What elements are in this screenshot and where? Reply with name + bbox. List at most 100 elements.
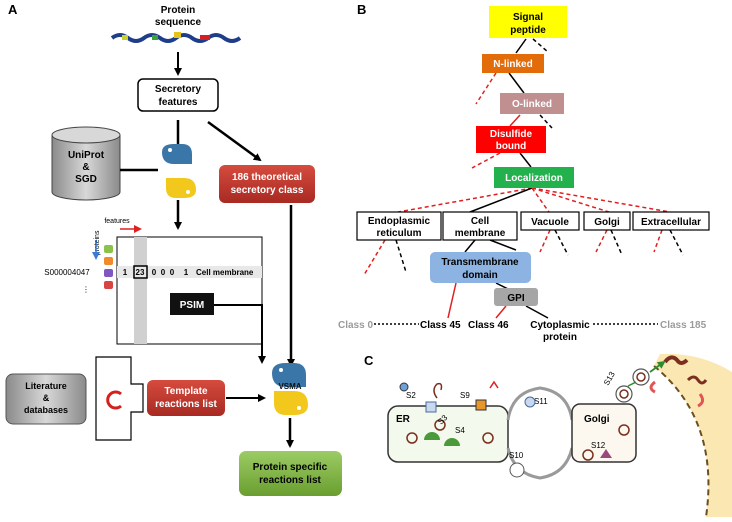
cytoplasmic-label-2: protein	[543, 332, 577, 343]
n-linked-label: N-linked	[493, 59, 532, 70]
panel-label-c: C	[364, 353, 374, 368]
cm-label-2: membrane	[455, 228, 506, 239]
python-logo-icon	[162, 144, 196, 198]
protein-row-marker	[104, 281, 113, 289]
theoretical-classes-box	[219, 165, 315, 203]
db-label-2: &	[82, 162, 89, 173]
er-label: Endoplasmic	[368, 216, 431, 227]
class-0-label: Class 0	[338, 320, 373, 331]
protein-specific-box	[239, 451, 342, 496]
protein-label: Protein	[161, 5, 195, 16]
cell-wall	[654, 353, 732, 517]
folding-protein-icon	[482, 432, 494, 444]
matrix-cell: 0	[152, 268, 157, 277]
literature-funnel	[95, 356, 144, 441]
literature-label-3: databases	[24, 405, 68, 415]
db-label: UniProt	[68, 150, 105, 161]
golgi-node	[583, 211, 631, 231]
vsma-python-icon	[272, 363, 308, 415]
panel-label-b: B	[357, 2, 366, 17]
decision-tree-edges	[363, 38, 684, 325]
secretory-vesicle-icon	[615, 385, 633, 403]
matrix-cell: 23	[136, 268, 145, 277]
er-compartment	[387, 405, 509, 463]
class-185-label: Class 185	[660, 320, 707, 331]
signal-label-2: peptide	[510, 25, 546, 36]
chaperone-icon	[444, 438, 460, 446]
chaperone-icon	[424, 432, 440, 440]
specific-label: Protein specific	[253, 462, 328, 473]
step-s9: S9	[460, 391, 470, 400]
localization-label: Localization	[505, 173, 563, 184]
secretory-features-box	[137, 78, 219, 112]
matrix-row-label: Cell membrane	[196, 268, 254, 277]
signal-icon	[489, 380, 499, 389]
o-linked-node	[500, 93, 564, 114]
signal-peptide-node	[489, 6, 567, 38]
tm-label-2: domain	[462, 270, 498, 281]
cell-membrane-node	[442, 211, 518, 241]
golgi-compartment-label: Golgi	[584, 414, 610, 425]
class-45-label: Class 45	[420, 320, 461, 331]
translocon-icon	[425, 401, 437, 413]
transmembrane-node	[430, 252, 531, 283]
matrix-cell: 1	[123, 268, 128, 277]
protein-glyph-icon	[686, 375, 708, 385]
disulfide-label: Disulfide	[490, 129, 533, 140]
golgi-label: Golgi	[594, 217, 620, 228]
template-reactions-box	[147, 380, 225, 416]
protein-label-2: sequence	[155, 17, 202, 28]
template-label: Template	[164, 386, 208, 397]
secretory-label-2: features	[159, 97, 198, 108]
protein-row-marker	[104, 269, 113, 277]
step-s2: S2	[406, 391, 416, 400]
theoretical-label-2: secretory class	[231, 185, 304, 196]
extracellular-node	[632, 211, 710, 231]
step-s4: S4	[455, 426, 465, 435]
matrix-highlight-row	[117, 266, 262, 278]
matrix-cell: 0	[170, 268, 175, 277]
enzyme-icon	[600, 449, 612, 458]
disulfide-node	[476, 126, 546, 153]
secretory-vesicle-icon	[632, 368, 650, 386]
ribosome-icon	[399, 382, 409, 392]
vesicle-icon	[509, 462, 525, 478]
database-icon	[51, 126, 121, 201]
tm-label: Transmembrane	[441, 257, 519, 268]
gpi-label: GPI	[507, 293, 524, 304]
specific-label-2: reactions list	[259, 475, 321, 486]
reaction-cycle-icon	[106, 390, 122, 410]
protein-row-marker	[104, 257, 113, 265]
er-compartment-label: ER	[396, 414, 411, 425]
cm-label: Cell	[471, 216, 490, 227]
vsma-label: VSMA	[278, 382, 301, 391]
literature-label-2: &	[43, 393, 50, 403]
class-46-label: Class 46	[468, 320, 509, 331]
nascent-chain-icon	[433, 382, 443, 399]
matrix-cell: 0	[161, 268, 166, 277]
protein-glyph-icon	[649, 380, 656, 394]
literature-box	[5, 373, 87, 425]
localization-node	[494, 167, 574, 188]
vacuole-label: Vacuole	[531, 217, 569, 228]
matrix-highlight-column	[134, 237, 147, 344]
n-linked-node	[482, 54, 544, 73]
folding-protein-icon	[406, 432, 418, 444]
protein-glyph-icon	[697, 393, 705, 408]
vesicle-icon	[524, 396, 536, 408]
psim-box	[170, 293, 214, 315]
protein-id: S000004047	[44, 268, 90, 277]
protein-row-marker	[104, 245, 113, 253]
cargo-receptor-icon	[475, 399, 487, 411]
features-label: features	[104, 218, 130, 225]
ellipsis-vertical: ⋮	[82, 285, 90, 294]
er-label-2: reticulum	[376, 228, 421, 239]
vacuole-node	[520, 211, 580, 231]
folding-protein-icon	[434, 419, 446, 431]
literature-label: Literature	[25, 381, 67, 391]
secretory-label: Secretory	[155, 84, 202, 95]
panel-label-a: A	[8, 2, 18, 17]
cytoplasmic-label: Cytoplasmic	[530, 320, 590, 331]
folding-protein-icon	[618, 424, 630, 436]
er-node	[356, 211, 442, 241]
